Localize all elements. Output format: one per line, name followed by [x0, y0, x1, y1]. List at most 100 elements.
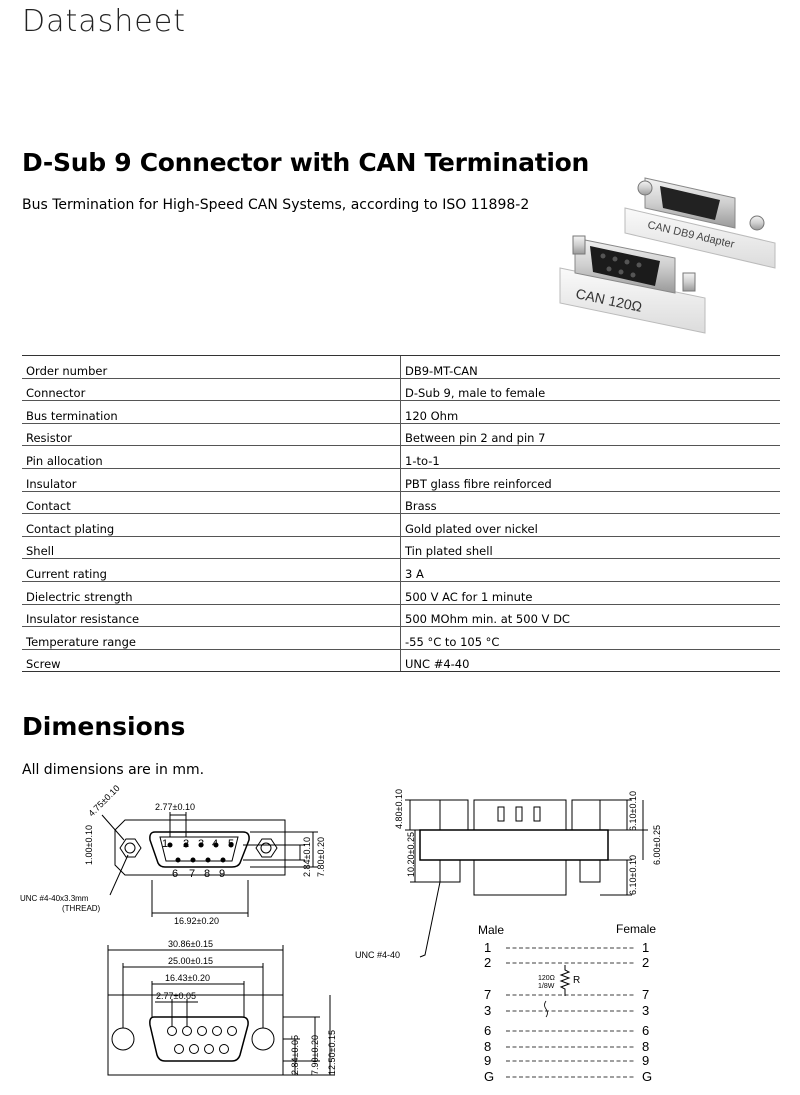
side-screw-note: UNC #4-40 [355, 950, 400, 960]
front-view-top: 1 2 3 4 5 6 7 8 9 2.77±0.10 4.75±0.10 1.… [20, 785, 326, 926]
spec-label: Connector [22, 377, 401, 401]
dim-side-e: 6.10±0.10 [628, 855, 638, 895]
dimensions-note: All dimensions are in mm. [22, 762, 205, 778]
spec-value: Between pin 2 and pin 7 [400, 422, 780, 446]
male-pin-label: 7 [484, 987, 491, 1002]
pin-8: 8 [204, 868, 210, 880]
spec-value: 120 Ohm [400, 400, 780, 424]
spec-label: Shell [22, 535, 401, 559]
document-label: Datasheet [22, 4, 186, 39]
male-pin-label: 1 [484, 940, 491, 955]
pin-2: 2 [183, 838, 189, 850]
dim-bottom-h1: 2.84±0.05 [290, 1035, 300, 1075]
spec-value: 500 MOhm min. at 500 V DC [400, 603, 780, 627]
male-pin-label: 3 [484, 1003, 491, 1018]
side-view: 4.80±0.10 10.20±0.25 6.10±0.10 6.00±0.25… [355, 789, 662, 960]
resistor-value: 120Ω [538, 975, 555, 982]
pin-7: 7 [189, 868, 195, 880]
pin-6: 6 [172, 868, 178, 880]
male-pin-label: G [484, 1069, 494, 1084]
female-pin-label: 1 [642, 940, 649, 955]
spec-value: DB9-MT-CAN [400, 355, 780, 379]
spec-value: Brass [400, 490, 780, 514]
pin-9: 9 [219, 868, 225, 880]
spec-label: Screw [22, 648, 401, 673]
female-pin-label: 3 [642, 1003, 649, 1018]
dim-side-c: 6.10±0.10 [628, 791, 638, 831]
dim-side-a: 4.80±0.10 [394, 789, 404, 829]
spec-value: 1-to-1 [400, 445, 780, 469]
pin-1: 1 [162, 838, 168, 850]
dim-pin-pitch: 2.77±0.10 [155, 802, 195, 812]
product-photo: CAN DB9 Adapter CAN 120Ω [559, 177, 776, 334]
female-pin-label: 9 [642, 1053, 649, 1068]
female-pin-label: 7 [642, 987, 649, 1002]
spec-label: Current rating [22, 558, 401, 582]
spec-label: Insulator resistance [22, 603, 401, 627]
spec-value: UNC #4-40 [400, 648, 780, 673]
page-title: D-Sub 9 Connector with CAN Termination [22, 148, 589, 177]
spec-value: -55 °C to 105 °C [400, 626, 780, 650]
male-pin-label: 8 [484, 1039, 491, 1054]
female-pin-label: 2 [642, 955, 649, 970]
dim-shell: 16.43±0.20 [165, 973, 210, 983]
spec-row: Temperature range-55 °C to 105 °C [22, 626, 780, 650]
spec-value: Tin plated shell [400, 535, 780, 559]
pin-4: 4 [212, 838, 218, 850]
spec-value: PBT glass fibre reinforced [400, 467, 780, 492]
dim-holes: 25.00±0.15 [168, 956, 213, 966]
spec-label: Insulator [22, 467, 401, 492]
female-label: Female [616, 922, 656, 936]
spec-label: Contact plating [22, 513, 401, 537]
female-pin-label: 8 [642, 1039, 649, 1054]
spec-value: 500 V AC for 1 minute [400, 580, 780, 605]
resistor-label: R [573, 975, 580, 986]
dim-h1: 2.84±0.10 [302, 837, 312, 877]
spec-value: D-Sub 9, male to female [400, 377, 780, 401]
spec-label: Pin allocation [22, 445, 401, 469]
spec-label: Dielectric strength [22, 580, 401, 605]
front-view-bottom: 30.86±0.15 25.00±0.15 16.43±0.20 2.77±0.… [107, 939, 337, 1076]
dimensions-heading: Dimensions [22, 712, 186, 741]
resistor-power: 1/8W [538, 983, 555, 990]
dim-pitch: 2.77±0.05 [156, 991, 196, 1001]
pin-3: 3 [198, 838, 204, 850]
male-label: Male [478, 923, 504, 937]
spec-label: Order number [22, 355, 401, 379]
female-pin-label: G [642, 1069, 652, 1084]
screw-note: UNC #4-40x3.3mm [20, 894, 89, 903]
male-pin-label: 6 [484, 1023, 491, 1038]
spec-label: Contact [22, 490, 401, 514]
spec-label: Temperature range [22, 626, 401, 650]
male-pin-label: 2 [484, 955, 491, 970]
dim-side-d: 6.00±0.25 [652, 825, 662, 865]
spec-value: 3 A [400, 558, 780, 582]
dim-bottom-h3: 12.50±0.15 [327, 1030, 337, 1075]
dim-width: 16.92±0.20 [174, 916, 219, 926]
dim-total: 30.86±0.15 [168, 939, 213, 949]
spec-label: Resistor [22, 422, 401, 446]
spec-label: Bus termination [22, 400, 401, 424]
dim-side-b: 10.20±0.25 [406, 832, 416, 877]
dimension-drawing: 1 2 3 4 5 6 7 8 9 2.77±0.10 4.75±0.10 1.… [20, 785, 662, 1084]
female-pin-label: 6 [642, 1023, 649, 1038]
dim-hole: 4.75±0.10 [86, 785, 121, 818]
pin-5: 5 [228, 838, 234, 850]
page-subtitle: Bus Termination for High-Speed CAN Syste… [22, 197, 530, 213]
dim-side: 1.00±0.10 [84, 825, 94, 865]
